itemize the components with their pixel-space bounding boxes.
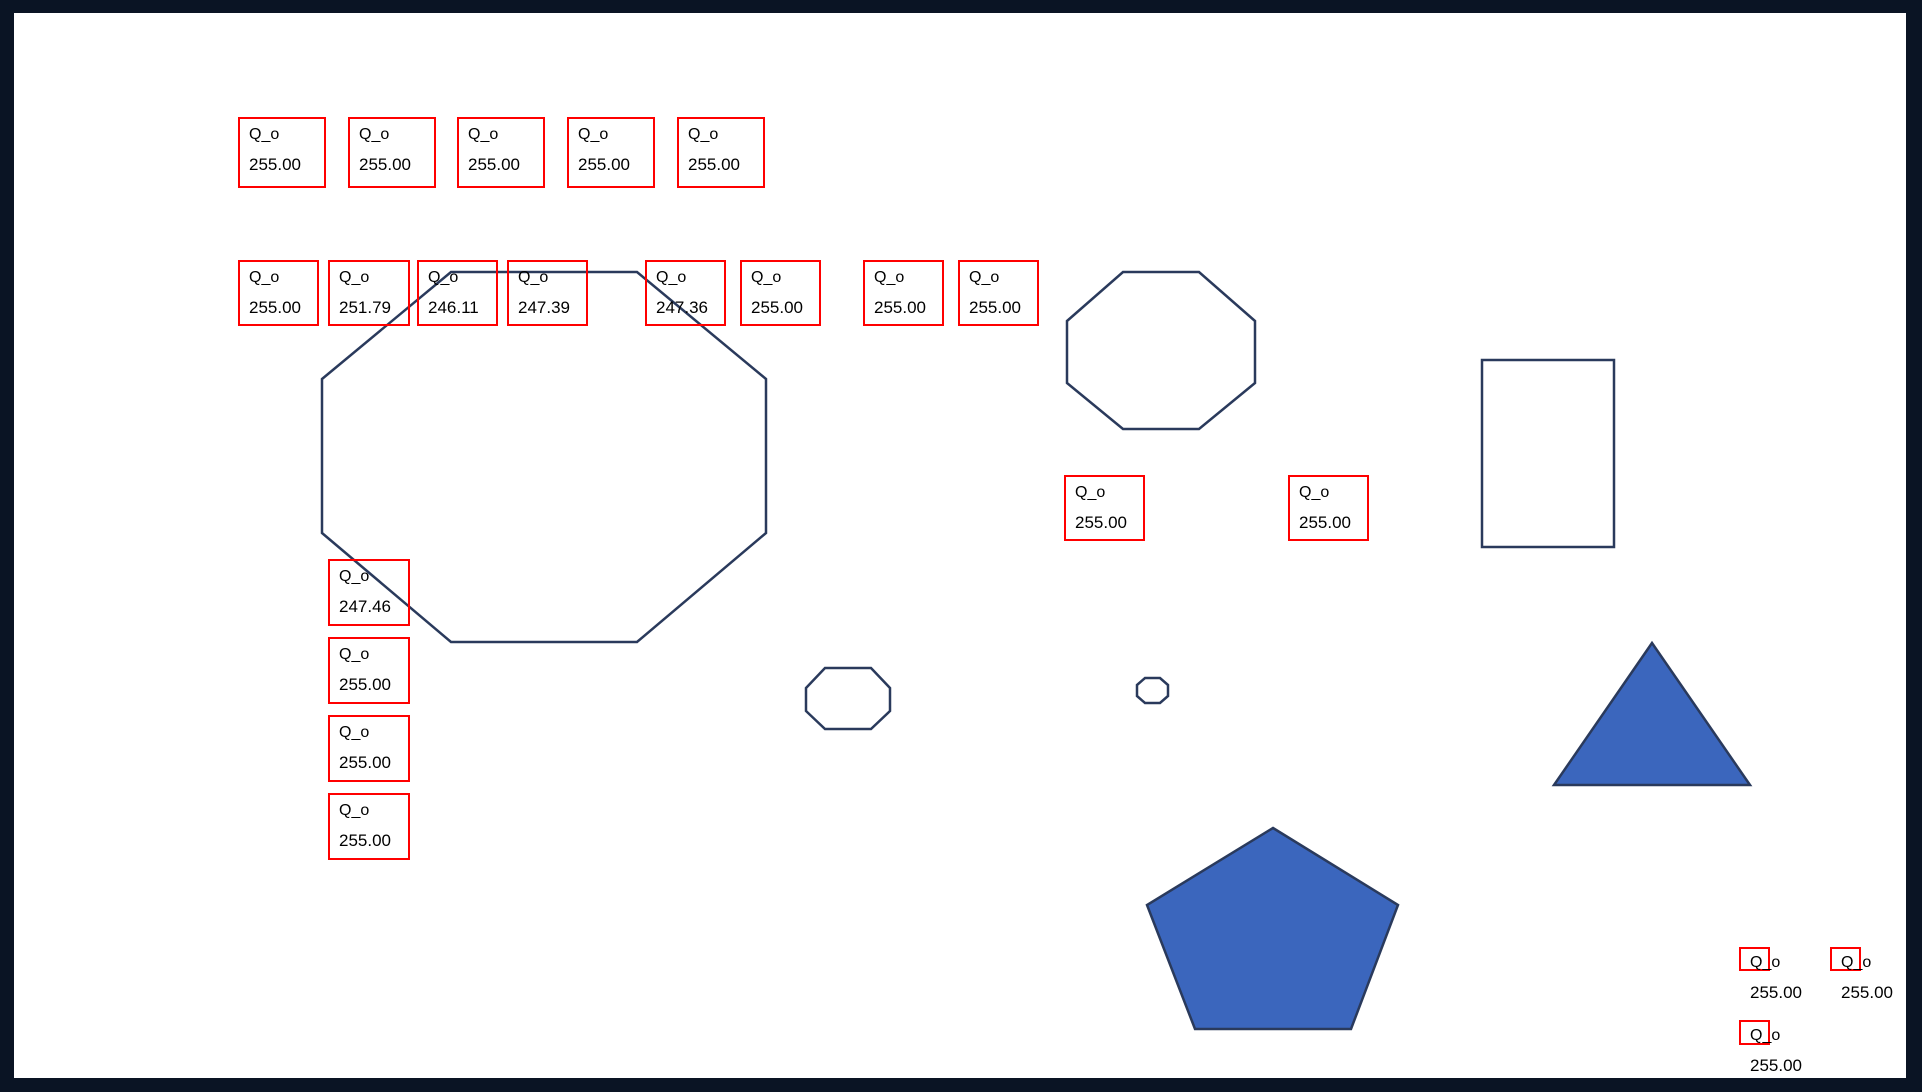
marker-value: 255.00	[249, 298, 301, 317]
marker-name: Q_o	[1841, 954, 1872, 971]
marker-box	[645, 260, 726, 326]
marker-name: Q_o	[518, 269, 549, 286]
marker-box	[863, 260, 944, 326]
marker-name: Q_o	[1750, 954, 1781, 971]
marker-name: Q_o	[339, 568, 370, 585]
marker-value: 255.00	[1750, 1056, 1802, 1075]
filled-triangle	[1551, 640, 1753, 787]
marker-box	[457, 117, 545, 188]
marker-value: 247.36	[656, 298, 708, 317]
marker-value: 255.00	[339, 831, 391, 850]
marker-name: Q_o	[339, 802, 370, 819]
marker-box	[958, 260, 1039, 326]
marker-name: Q_o	[339, 269, 370, 286]
marker-value: 255.00	[249, 155, 301, 174]
shapes-layer	[320, 270, 1753, 1031]
tiny-octagon	[1135, 676, 1170, 705]
marker-name: Q_o	[688, 126, 719, 143]
marker-name: Q_o	[1299, 484, 1330, 501]
diagram-canvas: Q_o 255.00 Q_o 255.00 Q_o 255.00 Q_o 255…	[14, 13, 1906, 1078]
marker-name: Q_o	[249, 269, 280, 286]
marker-name: Q_o	[339, 646, 370, 663]
marker-box	[507, 260, 588, 326]
marker-box	[328, 715, 410, 782]
marker-value: 255.00	[339, 675, 391, 694]
marker-box	[348, 117, 436, 188]
marker-box	[328, 793, 410, 860]
small-octagon	[804, 666, 892, 731]
marker-name: Q_o	[751, 269, 782, 286]
marker-name: Q_o	[656, 269, 687, 286]
marker-value: 251.79	[339, 298, 391, 317]
marker-value: 255.00	[751, 298, 803, 317]
marker-box	[567, 117, 655, 188]
marker-box	[1739, 1020, 1770, 1045]
marker-box	[417, 260, 498, 326]
marker-box	[238, 117, 326, 188]
marker-value: 255.00	[1075, 513, 1127, 532]
marker-value: 255.00	[969, 298, 1021, 317]
marker-name: Q_o	[578, 126, 609, 143]
marker-value: 255.00	[468, 155, 520, 174]
marker-value: 255.00	[578, 155, 630, 174]
marker-name: Q_o	[249, 126, 280, 143]
marker-value: 255.00	[359, 155, 411, 174]
marker-name: Q_o	[1750, 1027, 1781, 1044]
medium-octagon	[1065, 270, 1257, 431]
marker-value: 247.46	[339, 597, 391, 616]
marker-box	[1288, 475, 1369, 541]
marker-box	[328, 559, 410, 626]
marker-value: 246.11	[428, 298, 479, 317]
marker-box	[740, 260, 821, 326]
marker-name: Q_o	[359, 126, 390, 143]
marker-value: 255.00	[1299, 513, 1351, 532]
marker-box	[238, 260, 319, 326]
marker-name: Q_o	[339, 724, 370, 741]
marker-name: Q_o	[468, 126, 499, 143]
marker-value: 255.00	[874, 298, 926, 317]
marker-box	[1830, 947, 1861, 971]
marker-box	[677, 117, 765, 188]
filled-pentagon	[1145, 826, 1400, 1031]
marker-name: Q_o	[1075, 484, 1106, 501]
marker-value: 255.00	[688, 155, 740, 174]
marker-value: 247.39	[518, 298, 570, 317]
rectangle	[1480, 358, 1616, 549]
marker-box	[1064, 475, 1145, 541]
marker-name: Q_o	[874, 269, 905, 286]
marker-value: 255.00	[1841, 983, 1893, 1002]
large-octagon	[320, 270, 768, 644]
marker-box	[1739, 947, 1770, 971]
marker-name: Q_o	[969, 269, 1000, 286]
marker-name: Q_o	[428, 269, 459, 286]
marker-value: 255.00	[339, 753, 391, 772]
marker-box	[328, 637, 410, 704]
marker-value: 255.00	[1750, 983, 1802, 1002]
marker-box	[328, 260, 410, 326]
